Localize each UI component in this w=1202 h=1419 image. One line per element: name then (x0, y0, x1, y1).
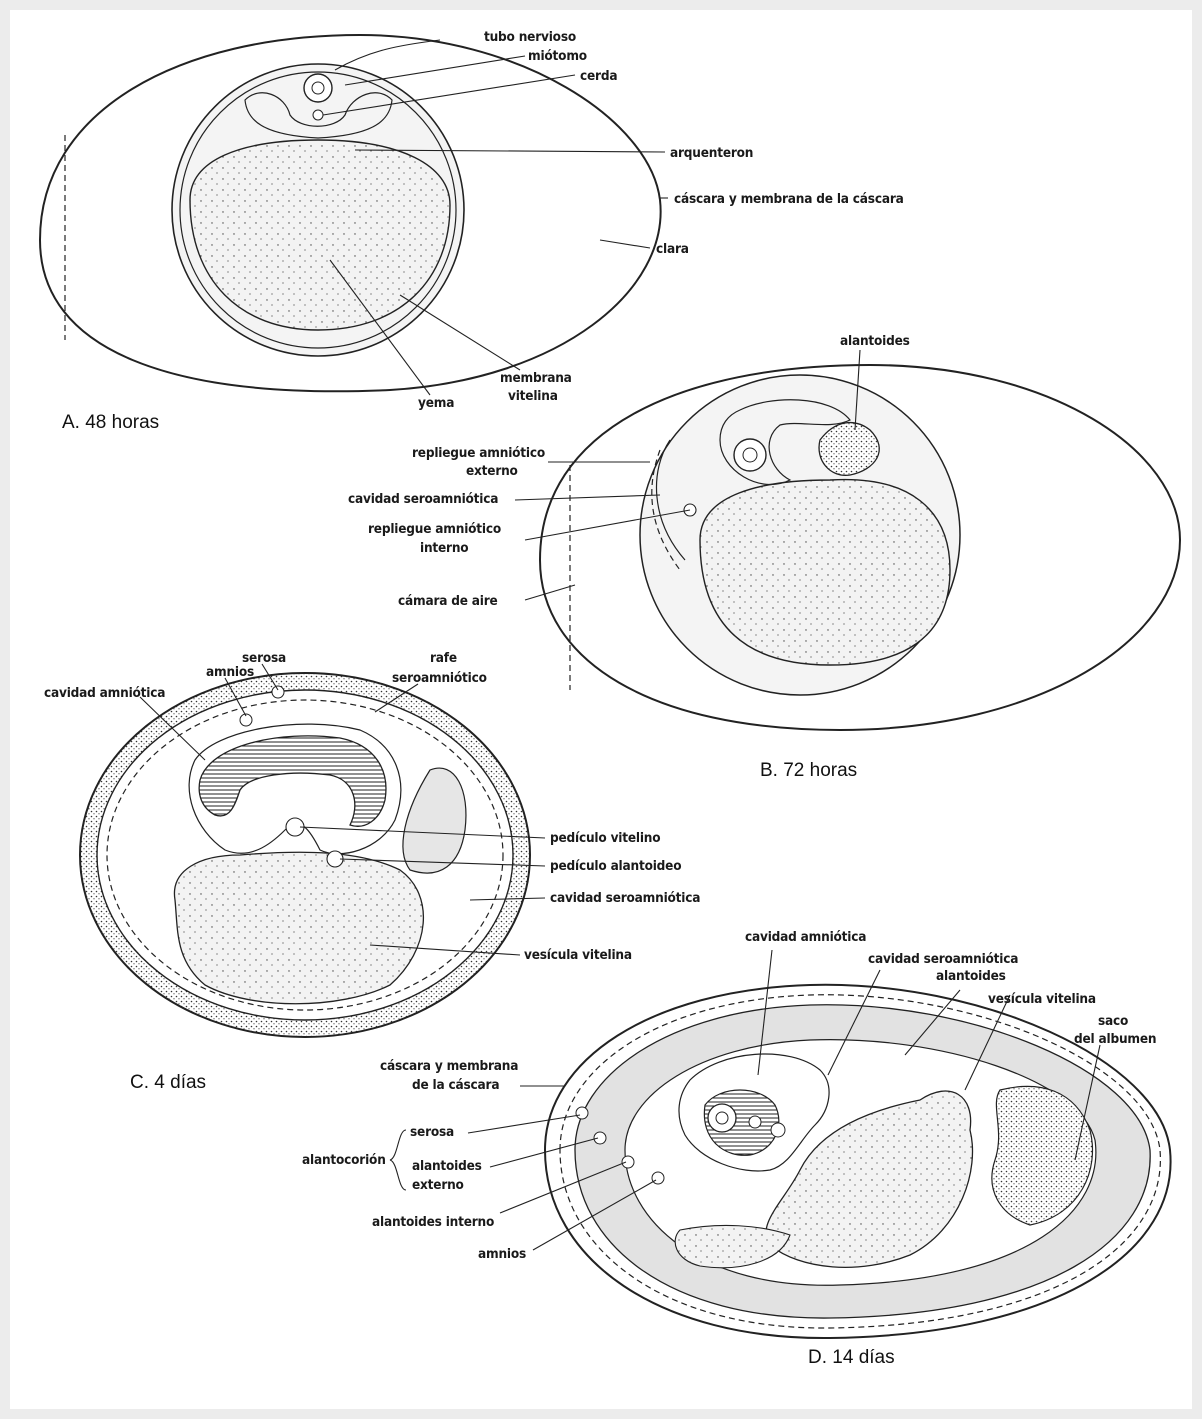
label-pediculo-vitelino: pedículo vitelino (550, 830, 660, 846)
label-cascara-d-1: cáscara y membrana (380, 1058, 518, 1074)
caption-a: A. 48 horas (62, 412, 159, 433)
yolk-b (700, 480, 950, 665)
panel-a-48-horas: tubo nervioso miótomo cerda arquenteron … (40, 29, 904, 433)
label-repliegue-externo-2: externo (466, 463, 518, 479)
caption-b: B. 72 horas (760, 760, 857, 781)
label-rafe-1: rafe (430, 650, 457, 666)
label-alantoides-externo-2: externo (412, 1177, 464, 1193)
label-yema: yema (418, 395, 454, 411)
caption-d: D. 14 días (808, 1347, 895, 1368)
label-vesicula-vitelina-c: vesícula vitelina (524, 947, 632, 963)
label-cavidad-seroamniotica-c: cavidad seroamniótica (550, 890, 700, 906)
label-serosa-d: serosa (410, 1124, 454, 1140)
figure-page: tubo nervioso miótomo cerda arquenteron … (10, 10, 1192, 1409)
label-repliegue-interno-2: interno (420, 540, 468, 556)
panel-b-72-horas: alantoides repliegue amniótico externo c… (348, 333, 1180, 781)
label-vitelina: vitelina (508, 388, 558, 404)
label-cavidad-amniotica-d: cavidad amniótica (745, 929, 866, 945)
label-alantoides-b: alantoides (840, 333, 910, 349)
neural-tube-a (304, 74, 332, 102)
label-clara: clara (656, 241, 689, 257)
label-vesicula-vitelina-d: vesícula vitelina (988, 991, 1096, 1007)
label-membrana: membrana (500, 370, 572, 386)
label-alantoides-interno: alantoides interno (372, 1214, 494, 1230)
label-cascara-a: cáscara y membrana de la cáscara (674, 191, 904, 207)
label-tubo-nervioso: tubo nervioso (484, 29, 576, 45)
label-repliegue-interno-1: repliegue amniótico (368, 521, 501, 537)
label-amnios-c: amnios (206, 664, 254, 680)
label-cavidad-seroamniotica-d: cavidad seroamniótica (868, 951, 1018, 967)
label-camara-aire: cámara de aire (398, 593, 498, 609)
label-rafe-2: seroamniótico (392, 670, 487, 686)
label-alantoides-externo-1: alantoides (412, 1158, 482, 1174)
label-cavidad-amniotica-c: cavidad amniótica (44, 685, 165, 701)
label-amnios-d: amnios (478, 1246, 526, 1262)
panel-c-4-dias: serosa amnios cavidad amniótica rafe ser… (44, 650, 700, 1093)
yolk-sac-c (174, 852, 423, 1004)
embryo-diagram: tubo nervioso miótomo cerda arquenteron … (10, 10, 1192, 1409)
label-saco-2: del albumen (1074, 1031, 1156, 1047)
label-pediculo-alantoideo: pedículo alantoideo (550, 858, 681, 874)
label-cavidad-seroamniotica-b: cavidad seroamniótica (348, 491, 498, 507)
label-alantocorion: alantocorión (302, 1152, 386, 1168)
label-arquenteron: arquenteron (670, 145, 753, 161)
label-repliegue-externo-1: repliegue amniótico (412, 445, 545, 461)
label-cerda: cerda (580, 68, 617, 84)
label-alantoides-d: alantoides (936, 968, 1006, 984)
notochord-a (313, 110, 323, 120)
label-saco-1: saco (1098, 1013, 1128, 1029)
label-cascara-d-2: de la cáscara (412, 1077, 499, 1093)
caption-c: C. 4 días (130, 1072, 206, 1093)
label-miotomo: miótomo (528, 48, 587, 64)
neural-tube-b (734, 439, 766, 471)
